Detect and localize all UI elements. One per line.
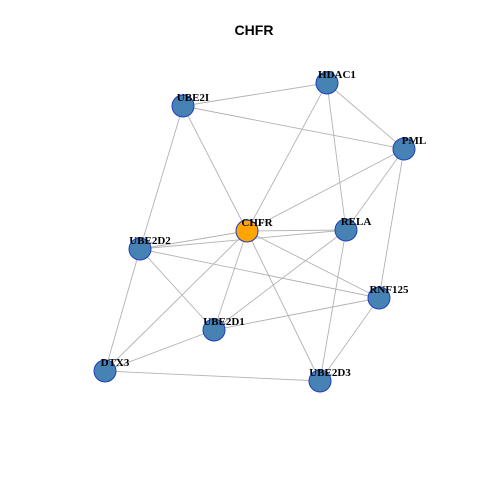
node-ube2d3[interactable]: UBE2D3	[308, 367, 351, 393]
node-ube2d2[interactable]: UBE2D2	[128, 235, 171, 261]
edge-chfr-ube2d2	[139, 230, 248, 250]
edge-pml-rnf125	[378, 148, 405, 299]
edge-ube2i-chfr	[182, 105, 248, 232]
edge-rnf125-ube2d3	[319, 297, 380, 382]
node-rnf125[interactable]: RNF125	[367, 284, 409, 310]
node-label-ube2i: UBE2I	[177, 92, 209, 104]
edge-rela-ube2d3	[319, 229, 347, 382]
edge-rnf125-ube2d1	[213, 297, 380, 331]
node-circle-ube2i[interactable]	[171, 94, 195, 118]
edge-hdac1-rela	[326, 82, 347, 231]
node-ube2i[interactable]: UBE2I	[171, 92, 209, 118]
edge-chfr-dtx3	[104, 230, 248, 372]
edge-chfr-rela	[246, 229, 347, 232]
node-label-ube2d3: UBE2D3	[309, 367, 351, 379]
edge-chfr-ube2d1	[213, 230, 248, 331]
edge-ube2i-pml	[182, 105, 405, 150]
node-dtx3[interactable]: DTX3	[93, 357, 130, 383]
node-hdac1[interactable]: HDAC1	[315, 69, 356, 95]
edge-ube2i-hdac1	[182, 82, 328, 107]
node-circle-rela[interactable]	[334, 218, 358, 242]
node-label-pml: PML	[402, 135, 426, 147]
node-circle-pml[interactable]	[392, 137, 416, 161]
edge-chfr-ube2d3	[246, 230, 321, 382]
node-label-ube2d1: UBE2D1	[203, 316, 245, 328]
node-rela[interactable]: RELA	[334, 216, 372, 242]
node-label-hdac1: HDAC1	[318, 69, 356, 81]
edge-hdac1-pml	[326, 82, 405, 150]
edge-hdac1-chfr	[246, 82, 328, 232]
edge-rela-ube2d1	[213, 229, 347, 331]
node-circle-rnf125[interactable]	[367, 286, 391, 310]
edge-ube2i-ube2d2	[139, 105, 184, 250]
graph-title: CHFR	[235, 22, 274, 38]
node-label-ube2d2: UBE2D2	[129, 235, 171, 247]
node-circle-ube2d2[interactable]	[128, 237, 152, 261]
node-label-chfr: CHFR	[241, 217, 273, 229]
node-label-rela: RELA	[341, 216, 372, 228]
edge-dtx3-ube2d3	[104, 370, 321, 382]
edge-ube2d2-rnf125	[139, 248, 380, 299]
node-label-dtx3: DTX3	[101, 357, 130, 369]
node-circle-ube2d1[interactable]	[202, 318, 226, 342]
edge-pml-chfr	[246, 148, 405, 232]
node-circle-ube2d3[interactable]	[308, 369, 332, 393]
node-chfr[interactable]: CHFR	[235, 217, 274, 243]
node-ube2d1[interactable]: UBE2D1	[202, 316, 245, 342]
edge-ube2d1-dtx3	[104, 329, 215, 372]
edge-pml-rela	[345, 148, 405, 231]
edge-chfr-rnf125	[246, 230, 380, 299]
edge-ube2d2-dtx3	[104, 248, 141, 372]
node-circle-dtx3[interactable]	[93, 359, 117, 383]
edge-ube2d2-ube2d1	[139, 248, 215, 331]
node-pml[interactable]: PML	[392, 135, 426, 161]
edge-layer	[104, 82, 405, 382]
node-label-rnf125: RNF125	[369, 284, 409, 296]
node-circle-hdac1[interactable]	[315, 71, 339, 95]
node-circle-chfr[interactable]	[235, 219, 259, 243]
